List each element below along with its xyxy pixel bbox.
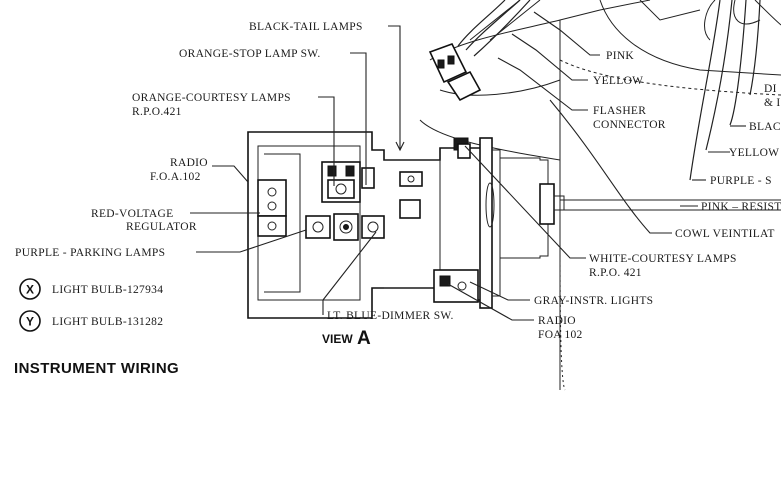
label-black-right: BLAC (749, 121, 781, 133)
label-radio-left: RADIO (170, 157, 208, 169)
legend-symbol-y: Y (26, 315, 34, 329)
label-purple-parking-lamps: PURPLE - PARKING LAMPS (15, 247, 165, 259)
label-orange-stop-lamp-sw: ORANGE-STOP LAMP SW. (179, 48, 321, 60)
page-title: INSTRUMENT WIRING (14, 360, 179, 377)
label-cowl-ventilator: COWL VEINTILAT (675, 228, 775, 240)
view-letter: A (357, 328, 371, 349)
label-radio-right: RADIO (538, 315, 576, 327)
label-flasher: FLASHER (593, 105, 646, 117)
label-red-voltage-regulator: REGULATOR (126, 221, 197, 233)
legend-item-x: X LIGHT BULB-127934 (19, 278, 163, 300)
label-pink: PINK (606, 50, 634, 62)
label-dir-2: & I (764, 97, 781, 109)
callout-labels: BLACK-TAIL LAMPS ORANGE-STOP LAMP SW. OR… (15, 21, 781, 341)
label-black-tail-lamps: BLACK-TAIL LAMPS (249, 21, 363, 33)
label-gray-instr-lights: GRAY-INSTR. LIGHTS (534, 295, 653, 307)
firewall-harness-illustration (419, 0, 781, 391)
legend-text-y: LIGHT BULB-131282 (52, 316, 163, 328)
legend-text-x: LIGHT BULB-127934 (52, 284, 163, 296)
bulb-legend: X LIGHT BULB-127934 Y LIGHT BULB-131282 (19, 278, 163, 332)
label-radio-right-foa: FOA 102 (538, 329, 583, 341)
label-orange-courtesy-rpo: R.P.O.421 (132, 106, 182, 118)
bulb-symbol-x-icon (19, 278, 41, 300)
view-a-caption: VIEW A (322, 328, 371, 349)
label-yellow-right: YELLOW (729, 147, 779, 159)
label-red-voltage: RED-VOLTAGE (91, 208, 173, 220)
label-white-courtesy-lamps: WHITE-COURTESY LAMPS (589, 253, 737, 265)
legend-symbol-x: X (26, 283, 34, 297)
label-orange-courtesy-lamps: ORANGE-COURTESY LAMPS (132, 92, 291, 104)
label-radio-left-foa: F.O.A.102 (150, 171, 201, 183)
legend-item-y: Y LIGHT BULB-131282 (19, 310, 163, 332)
light-switch-body (247, 131, 565, 319)
view-prefix: VIEW (322, 332, 353, 346)
label-yellow: YELLOW (593, 75, 643, 87)
label-lt-blue-dimmer-sw: LT. BLUE-DIMMER SW. (327, 310, 454, 322)
label-pink-resist: PINK – RESIST (701, 201, 781, 213)
label-purple-right: PURPLE - S (710, 175, 772, 187)
leader-lines (190, 11, 746, 321)
bulb-symbol-y-icon (19, 310, 41, 332)
label-white-courtesy-rpo: R.P.O. 421 (589, 267, 642, 279)
label-flasher-connector: CONNECTOR (593, 119, 666, 131)
label-dir-1: DI (764, 83, 777, 95)
